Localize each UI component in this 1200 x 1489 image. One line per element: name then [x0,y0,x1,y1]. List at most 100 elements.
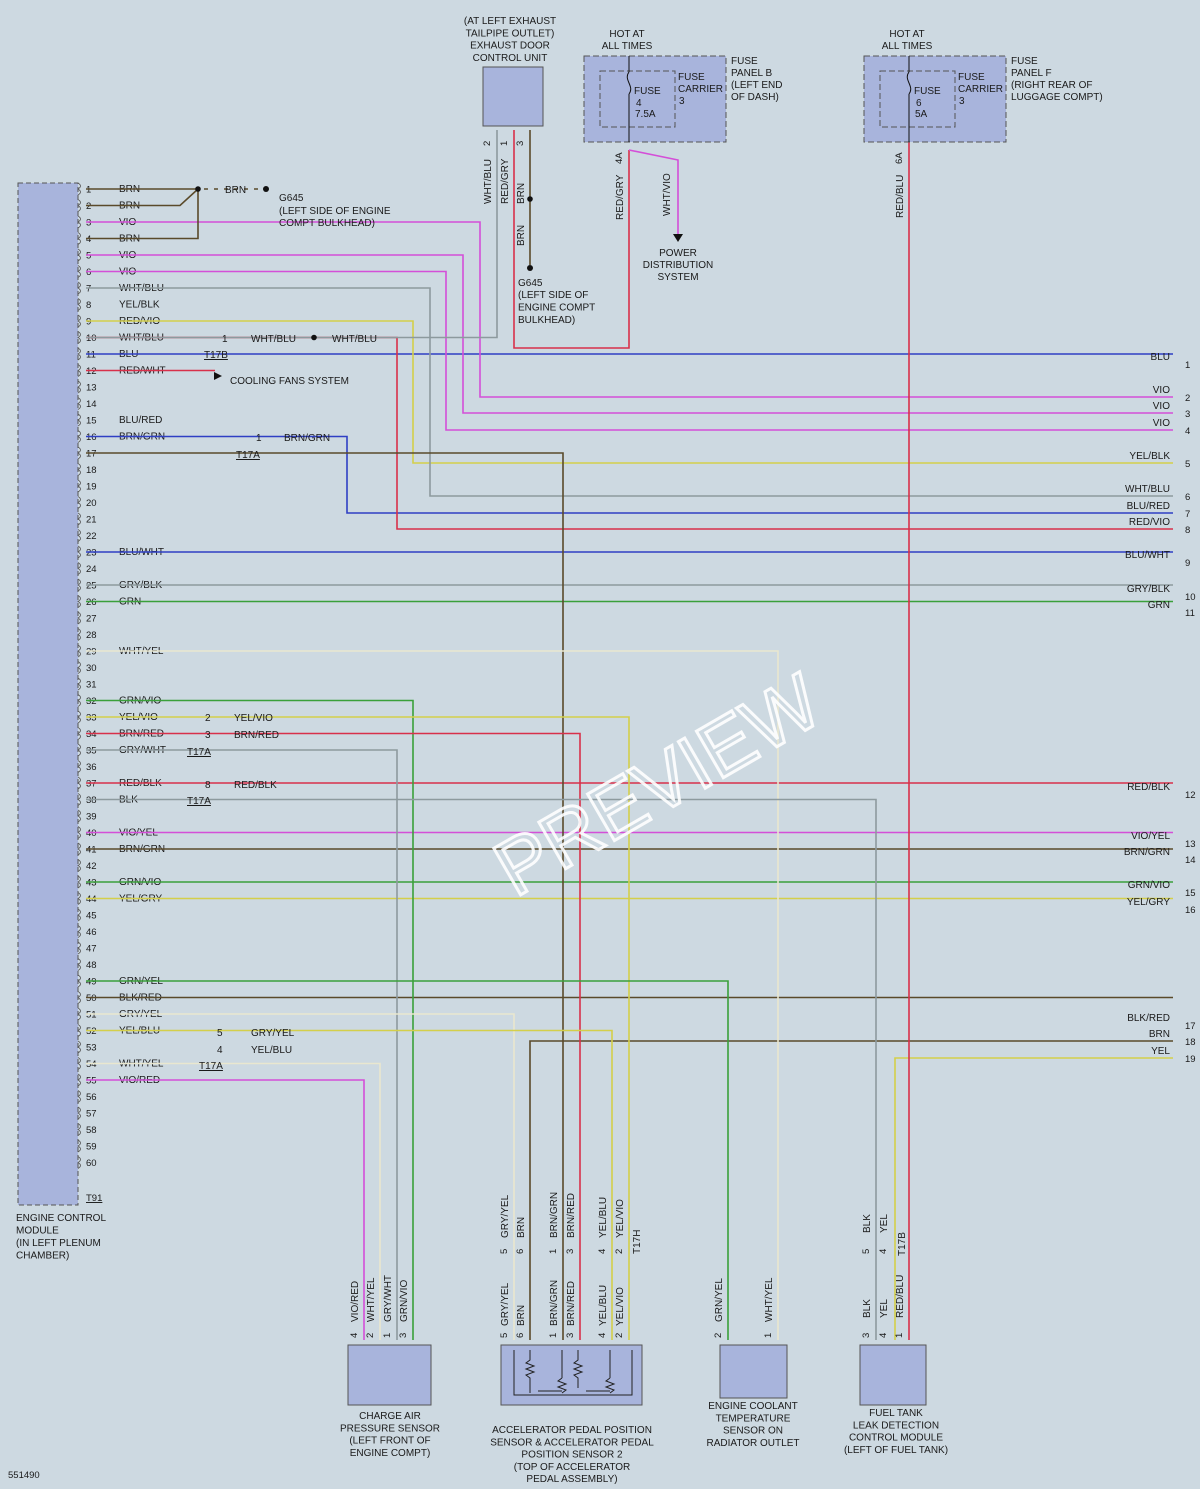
pedal-upper-pin: 3 [565,1249,576,1254]
pin-terminal [77,380,81,394]
pedal-upper-pin: 4 [597,1249,608,1254]
inline-wire-label: RED/BLK [234,780,277,791]
ecm-pin-number: 50 [86,993,97,1004]
charge-air-pin-wire: GRN/VIO [399,1280,410,1322]
ecm-label-line: ENGINE CONTROL [16,1213,106,1224]
ecm-pin-number: 40 [86,828,97,839]
pin-terminal [77,595,81,608]
ecm-pin-number: 42 [86,861,97,872]
right-output-number: 5 [1185,459,1190,470]
pin-terminal [77,512,81,526]
fuse-label: FUSE [914,86,941,97]
splice-dot [527,196,533,202]
connector-t17h-label: T17H [632,1230,643,1254]
inline-wire-label: BRN/RED [234,730,279,741]
ground-top-wire: BRN [225,185,246,196]
right-output-wire-label: GRN/VIO [1128,880,1170,891]
fuel-tank-pin-number: 1 [894,1333,905,1338]
inline-wire-label: WHT/BLU [251,334,296,345]
ecm-pin-number: 8 [86,300,91,311]
ecm-pin-number: 25 [86,581,97,592]
fuel-tank-label: LEAK DETECTION [853,1420,939,1431]
pedal-sensor-label: POSITION SENSOR 2 [521,1450,623,1461]
pin-terminal [77,1139,81,1153]
ecm-pin-number: 59 [86,1142,97,1153]
ecm-pin-number: 52 [86,1026,97,1037]
pedal-sensor-label: PEDAL ASSEMBLY) [526,1474,617,1485]
fuse-icon [626,56,632,142]
ecm-pin-number: 29 [86,647,97,658]
pedal-upper-wire: YEL/VIO [615,1199,626,1238]
charge-air-label: CHARGE AIR [359,1411,421,1422]
pedal-pin-number: 1 [548,1333,559,1338]
pin-terminal [77,941,81,955]
fuse-panel-label: FUSE [731,56,758,67]
fuse-panel-label: PANEL F [1011,68,1052,79]
charge-air-pin-number: 1 [382,1333,393,1338]
ecm-pin-number: 44 [86,894,97,905]
ecm-pin-number: 56 [86,1092,97,1103]
connector-pin-number: 8 [205,780,211,791]
ecm-pin-number: 2 [86,201,91,212]
pedal-upper-pin: 2 [614,1249,625,1254]
fuel-upper-pin: 5 [861,1249,872,1254]
ecm-pin-number: 3 [86,218,91,229]
inline-wire-label: BRN/GRN [284,433,330,444]
ecm-pin-wire-label: YEL/BLK [119,300,160,311]
ecm-pin-number: 22 [86,531,97,542]
wire-brnred-34 [86,732,581,1340]
cooling-fans-label: COOLING FANS SYSTEM [230,376,349,387]
ecm-pin-number: 49 [86,977,97,988]
fuse-b-wire-redgry: RED/GRY [615,174,626,220]
right-output-wire-label: RED/VIO [1129,517,1170,528]
inline-wire-label: GRY/YEL [251,1028,295,1039]
connector-t17a-label: T17A [187,747,211,758]
exhaust-brn-label: BRN [516,225,527,246]
coolant-sensor-label: TEMPERATURE [716,1413,791,1424]
charge-air-pin-wire: GRY/WHT [383,1275,394,1322]
fuse-panel-label: (RIGHT REAR OF [1011,80,1092,91]
ecm-pin-number: 46 [86,927,97,938]
ecm-connector-label: T91 [86,1193,102,1204]
pin-terminal [77,991,81,1004]
right-output-number: 15 [1185,888,1196,899]
ecm-pin-number: 41 [86,845,97,856]
pin-terminal [77,974,81,988]
coolant-sensor-label: ENGINE COOLANT [708,1401,797,1412]
right-output-wire-label: BRN/GRN [1124,847,1170,858]
fuse-number: 6 [916,98,922,109]
right-output-wire-label: YEL [1151,1046,1170,1057]
right-output-wire-label: BLU/WHT [1125,550,1170,561]
ecm-pin-number: 34 [86,729,97,740]
right-output-wire-label: GRN [1148,600,1170,611]
ecm-pin-number: 39 [86,812,97,823]
ecm-label-line: MODULE [16,1226,59,1237]
ecm-pin-number: 15 [86,416,97,427]
ecm-pin-number: 51 [86,1010,97,1021]
wire-redgry-door [513,130,630,349]
connector-pin-number: 3 [205,730,211,741]
ground-mid-desc: ENGINE COMPT [518,303,595,314]
fuse-number: 4 [636,98,642,109]
right-output-wire-label: RED/BLK [1127,782,1170,793]
pedal-pin-number: 5 [499,1333,510,1338]
exhaust-pin-number: 2 [482,141,493,146]
ground-mid-desc: (LEFT SIDE OF [518,290,588,301]
charge-air-label: ENGINE COMPT) [350,1448,431,1459]
splice-dot [311,334,317,341]
pin-terminal [77,776,81,790]
exhaust-label-line: CONTROL UNIT [473,53,548,64]
fuel-tank-label: CONTROL MODULE [849,1433,943,1444]
ecm-pin-number: 57 [86,1109,97,1120]
right-output-number: 18 [1185,1037,1196,1048]
pin-terminal [77,1007,81,1021]
exhaust-pin-number: 1 [499,141,510,146]
right-output-wire-label: VIO [1153,418,1170,429]
ecm-pin-number: 48 [86,960,97,971]
right-output-number: 12 [1185,790,1196,801]
ecm-pin-wire-label: BLU/RED [119,415,162,426]
coolant-pin-number: 2 [713,1333,724,1338]
